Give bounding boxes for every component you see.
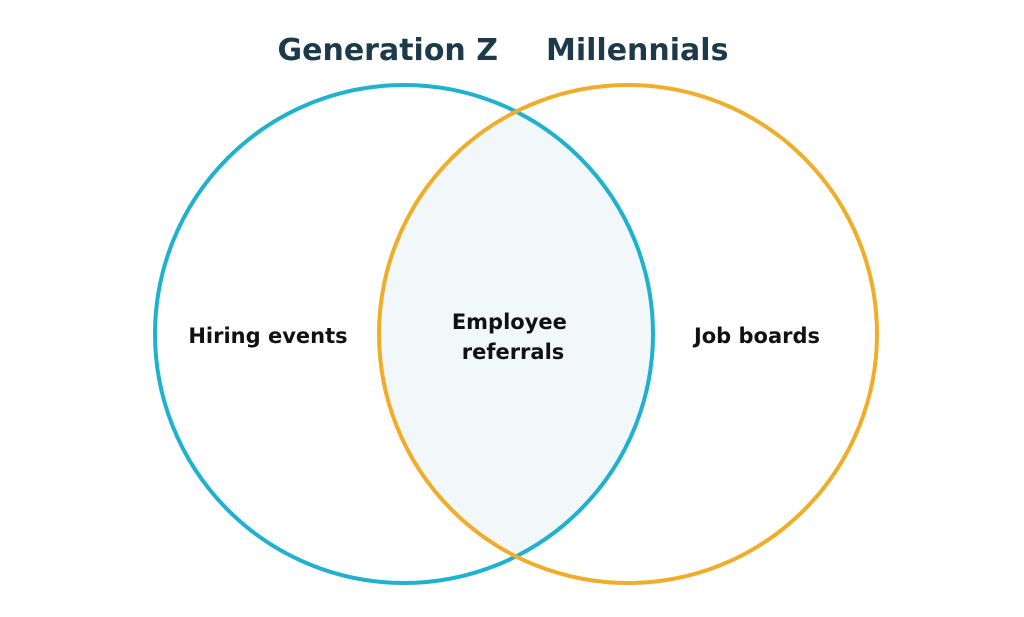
millennials-only-label: Job boards <box>692 324 820 348</box>
generation-z-title: Generation Z <box>277 33 498 68</box>
overlap-region <box>379 85 653 583</box>
millennials-circle <box>377 83 879 585</box>
overlap-label-line-1: Employee <box>452 310 567 334</box>
overlap-label-line-2: referrals <box>462 340 565 364</box>
overlap-label: Employee referrals <box>452 310 574 364</box>
generation-z-circle <box>153 83 655 585</box>
generation-z-only-label: Hiring events <box>188 324 347 348</box>
millennials-title: Millennials <box>546 33 728 68</box>
